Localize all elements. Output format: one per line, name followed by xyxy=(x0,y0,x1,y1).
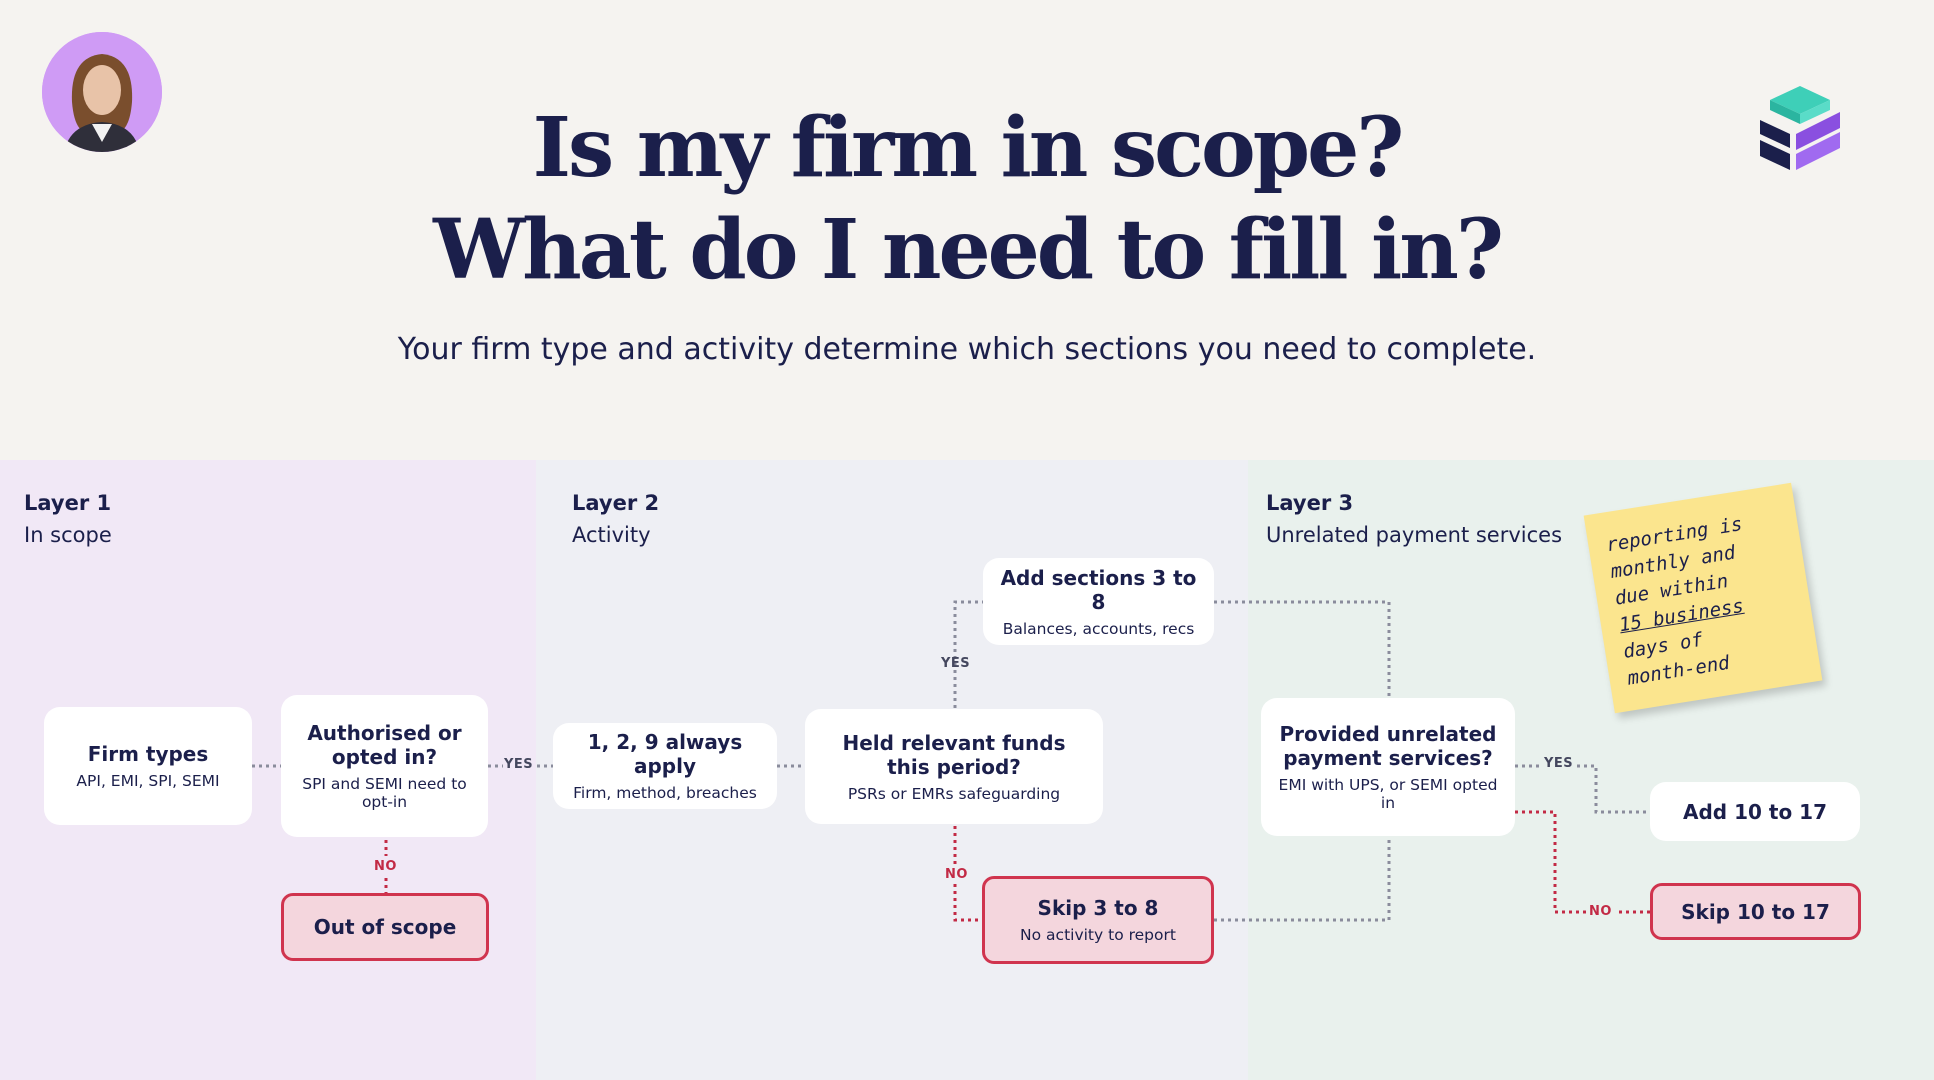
layer2-name: Layer 2 xyxy=(572,491,660,515)
node-skip-10-17-title: Skip 10 to 17 xyxy=(1681,899,1830,924)
node-add-10-17-title: Add 10 to 17 xyxy=(1683,799,1827,824)
edge-label-yes-layer1: YES xyxy=(504,757,534,772)
layer3-desc: Unrelated payment services xyxy=(1266,523,1563,547)
node-authorised: Authorised or opted in? SPI and SEMI nee… xyxy=(281,695,488,837)
edge-label-no-layer3: NO xyxy=(1589,904,1612,919)
node-skip-10-17: Skip 10 to 17 xyxy=(1650,883,1861,940)
node-always-apply: 1, 2, 9 always apply Firm, method, breac… xyxy=(553,723,777,809)
node-firm-types-sub: API, EMI, SPI, SEMI xyxy=(76,772,220,790)
page-subtitle: Your firm type and activity determine wh… xyxy=(397,332,1537,367)
node-firm-types-title: Firm types xyxy=(87,742,209,766)
avatar-photo xyxy=(42,32,162,152)
page-title-line2: What do I need to fill in? xyxy=(433,202,1504,298)
node-add-10-17: Add 10 to 17 xyxy=(1650,782,1860,841)
edge-label-yes-layer3: YES xyxy=(1544,756,1574,771)
layer2-label: Layer 2 Activity xyxy=(572,487,659,551)
page-title-line1: Is my firm in scope? xyxy=(532,100,1405,196)
node-held-funds: Held relevant funds this period? PSRs or… xyxy=(805,709,1103,824)
sticky-note: reporting is monthly and due within 15 b… xyxy=(1583,482,1823,714)
node-skip-3-8: Skip 3 to 8 No activity to report xyxy=(982,876,1214,964)
node-held-funds-title: Held relevant funds this period? xyxy=(842,730,1066,779)
layer3-name: Layer 3 xyxy=(1266,491,1354,515)
node-firm-types: Firm types API, EMI, SPI, SEMI xyxy=(44,707,252,825)
layer2-desc: Activity xyxy=(572,523,651,547)
avatar xyxy=(42,32,162,152)
node-authorised-title: Authorised or opted in? xyxy=(307,721,462,769)
layer3-label: Layer 3 Unrelated payment services xyxy=(1266,487,1562,551)
node-add-sections-3-8-title: Add sections 3 to 8 xyxy=(1000,565,1197,614)
node-always-apply-sub: Firm, method, breaches xyxy=(573,784,757,802)
edge-label-yes-layer2: YES xyxy=(941,656,971,671)
layer1-label: Layer 1 In scope xyxy=(24,487,112,551)
node-always-apply-title: 1, 2, 9 always apply xyxy=(587,730,743,778)
node-add-sections-3-8: Add sections 3 to 8 Balances, accounts, … xyxy=(983,558,1214,645)
node-skip-3-8-title: Skip 3 to 8 xyxy=(1037,896,1159,920)
node-out-of-scope-title: Out of scope xyxy=(313,915,457,939)
node-unrelated-services-sub: EMI with UPS, or SEMI opted in xyxy=(1278,776,1498,812)
edge-label-no-layer1: NO xyxy=(374,859,397,874)
node-skip-3-8-sub: No activity to report xyxy=(1020,926,1176,944)
node-authorised-sub: SPI and SEMI need to opt-in xyxy=(302,775,467,811)
node-out-of-scope: Out of scope xyxy=(281,893,489,961)
layer1-desc: In scope xyxy=(24,523,112,547)
layer1-name: Layer 1 xyxy=(24,491,112,515)
node-add-sections-3-8-sub: Balances, accounts, recs xyxy=(1002,619,1195,638)
brand-logo-icon xyxy=(1760,86,1840,170)
node-held-funds-sub: PSRs or EMRs safeguarding xyxy=(847,784,1061,803)
edge-label-no-layer2: NO xyxy=(945,867,968,882)
node-unrelated-services-title: Provided unrelated payment services? xyxy=(1279,722,1497,770)
node-unrelated-services: Provided unrelated payment services? EMI… xyxy=(1261,698,1515,836)
